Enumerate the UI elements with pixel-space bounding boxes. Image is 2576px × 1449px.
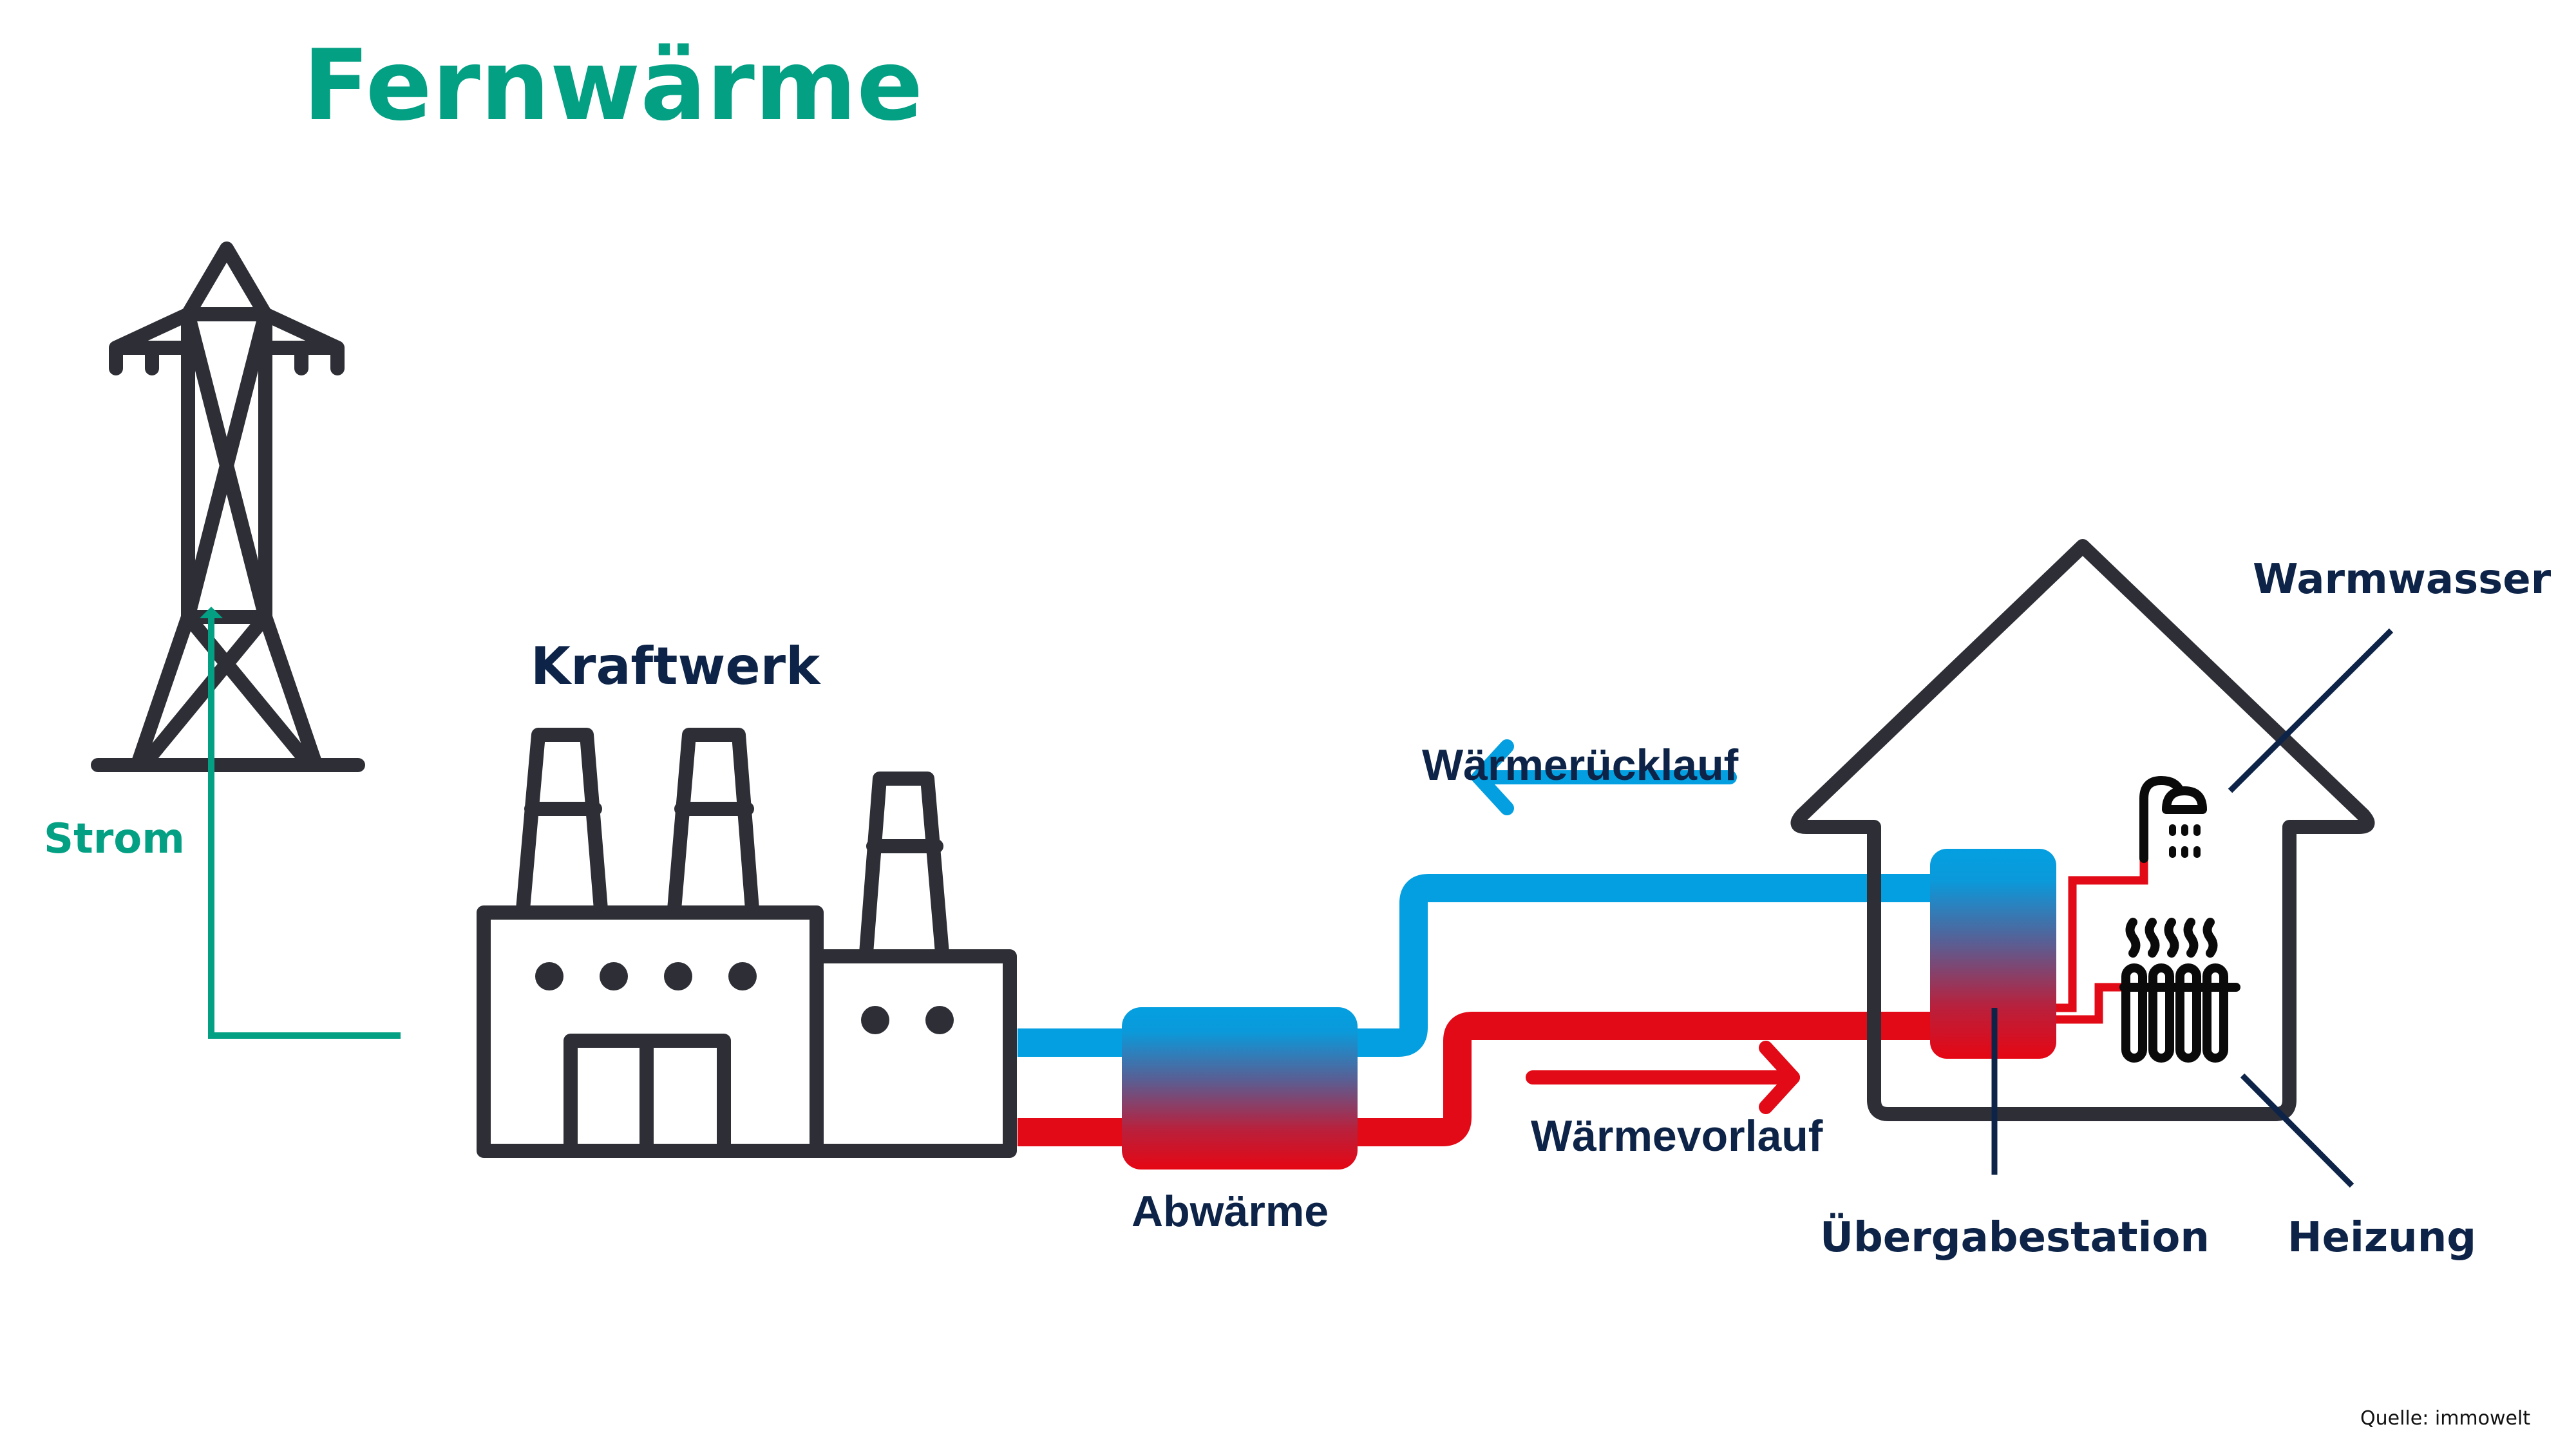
label-waermeruecklauf: Wärmerücklauf (1422, 741, 1739, 790)
label-kraftwerk: Kraftwerk (531, 636, 821, 696)
label-uebergabestation: Übergabestation (1820, 1213, 2210, 1262)
hot-water-line (2051, 858, 2148, 1012)
supply-pipe (1018, 1012, 1938, 1146)
return-pipe (1018, 874, 1938, 1057)
label-warmwasser: Warmwasser (2253, 556, 2552, 603)
factory-icon (477, 728, 1017, 1158)
house-icon (1790, 539, 2375, 1121)
supply-flow-arrow (1526, 1041, 1800, 1114)
shower-icon (2139, 776, 2207, 863)
heat-exchanger (1122, 1007, 1358, 1170)
return-flow-arrow (1472, 739, 1737, 815)
radiator-icon (2119, 918, 2240, 1063)
electricity-arrow (200, 607, 401, 1039)
leader-warmwasser (2228, 628, 2394, 793)
leader-heizung (2240, 1073, 2354, 1188)
transfer-station (1930, 849, 2056, 1059)
power-pylon-icon (91, 242, 365, 772)
label-waermevorlauf: Wärmevorlauf (1531, 1112, 1823, 1160)
label-heizung: Heizung (2287, 1214, 2476, 1262)
label-strom: Strom (44, 815, 185, 863)
label-abwaerme: Abwärme (1132, 1187, 1329, 1236)
heating-line (2051, 983, 2124, 1024)
source-credit: Quelle: immowelt (2360, 1407, 2530, 1430)
page-title: Fernwärme (303, 28, 923, 142)
